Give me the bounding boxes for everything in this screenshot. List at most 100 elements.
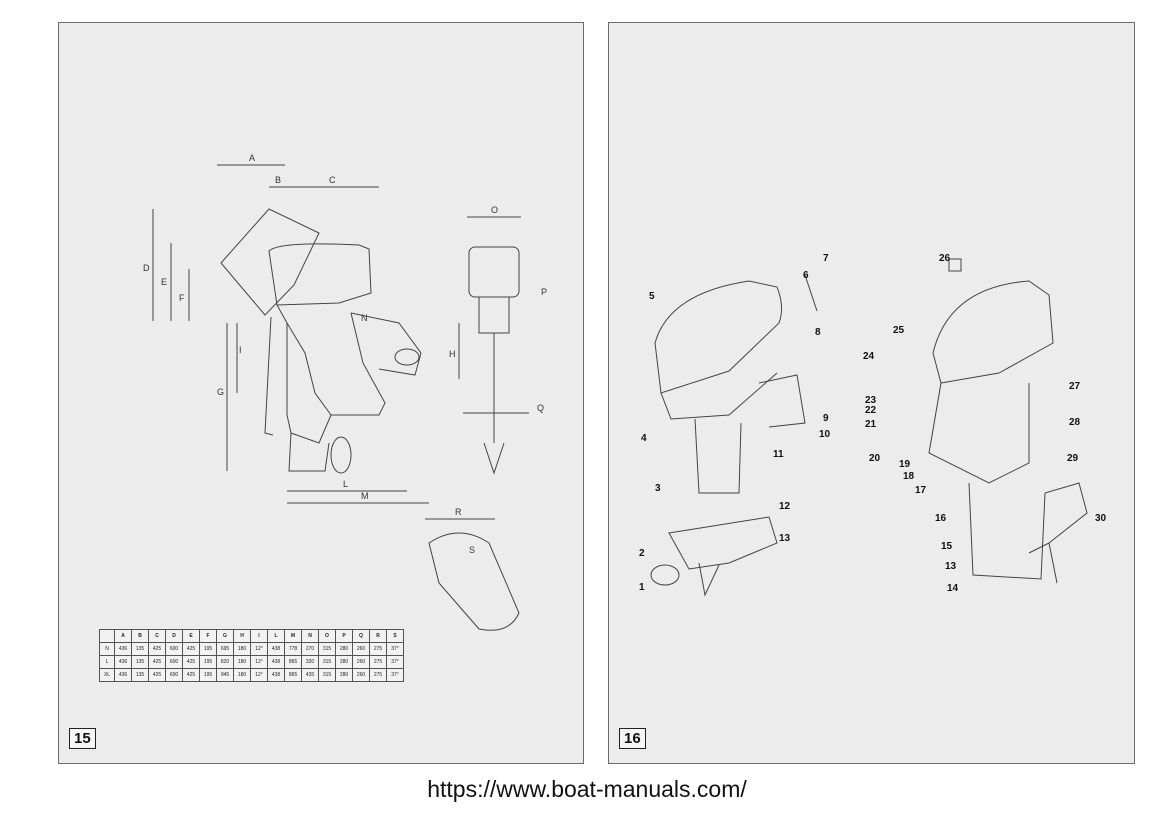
table-cell: 275 [369,668,387,682]
left-motor-callout-3: 3 [655,483,661,494]
table-cell: 425 [148,668,166,682]
table-cell: 195 [199,655,217,669]
right-motor-callout-30: 30 [1095,513,1107,524]
dim-c-label: C [329,175,336,185]
page-number-15: 15 [69,728,96,749]
table-cell: 315 [318,655,336,669]
table-header-cell: R [369,629,387,643]
left-motor-callout-11: 11 [773,449,784,460]
right-motor-callout-16: 16 [935,513,947,524]
table-cell: 425 [182,655,200,669]
table-cell: 37° [386,642,404,656]
dimension-drawing: A B C D E F G H I L M N O P Q R S [143,153,547,631]
right-motor-callout-26: 26 [939,253,951,264]
table-corner-cell [99,629,115,643]
dim-d-label: D [143,263,150,273]
right-motor-callout-27: 27 [1069,381,1081,392]
table-cell: 12° [250,668,268,682]
table-header-cell: B [131,629,149,643]
right-motor-callout-28: 28 [1069,417,1081,428]
table-header-cell: I [250,629,268,643]
page-number-16: 16 [619,728,646,749]
table-cell: 600 [165,642,183,656]
table-cell: 945 [216,668,234,682]
table-cell: 436 [114,655,132,669]
table-cell: 865 [284,668,302,682]
table-cell: 135 [131,642,149,656]
table-cell: 260 [352,642,370,656]
dim-s-label: S [469,545,475,555]
table-header-cell: L [267,629,285,643]
table-cell: 438 [267,655,285,669]
dim-m-label: M [361,491,369,501]
table-header-cell: M [284,629,302,643]
dim-b-label: B [275,175,281,185]
left-motor-callout-6: 6 [803,270,809,281]
table-cell: 695 [216,642,234,656]
right-motor-callout-19: 19 [899,459,911,470]
left-motor-callout-13: 13 [779,533,791,544]
table-cell: 425 [148,655,166,669]
table-cell: 820 [216,655,234,669]
right-motor-callout-23: 23 [865,395,877,406]
dim-g-label: G [217,387,224,397]
table-header-cell: Q [352,629,370,643]
table-cell: 600 [165,668,183,682]
table-header-cell: P [335,629,353,643]
table-cell: 315 [318,642,336,656]
table-header-cell: D [165,629,183,643]
dim-e-label: E [161,277,167,287]
right-motor-callout-14: 14 [947,583,959,594]
dim-i-label: I [239,345,242,355]
left-motor-callout-1: 1 [639,582,645,593]
right-motor-callout-25: 25 [893,325,905,336]
table-cell: 260 [352,668,370,682]
table-header-cell: H [233,629,251,643]
table-cell: 435 [301,668,319,682]
left-motor-callout-5: 5 [649,291,655,302]
table-cell: 135 [131,655,149,669]
table-cell: 436 [114,642,132,656]
table-cell: 260 [352,655,370,669]
right-motor-callout-13: 13 [945,561,957,572]
footer-url[interactable]: https://www.boat-manuals.com/ [427,776,747,802]
table-row-label: XL [99,668,115,682]
right-motor-callout-24: 24 [863,351,875,362]
table-cell: 280 [335,668,353,682]
table-cell: 438 [267,642,285,656]
table-row-label: N [99,642,115,656]
table-header-cell: N [301,629,319,643]
table-header-cell: A [114,629,132,643]
left-motor-callout-12: 12 [779,501,791,512]
table-header-cell: G [216,629,234,643]
table-cell: 425 [182,642,200,656]
table-cell: 135 [131,668,149,682]
table-cell: 320 [301,655,319,669]
right-motor-callout-17: 17 [915,485,927,496]
table-row-label: L [99,655,115,669]
right-motor-callout-15: 15 [941,541,953,552]
table-cell: 275 [369,642,387,656]
component-drawing: 1234567891011121313141516171819202122232… [639,253,1107,597]
dim-a-label: A [249,153,255,163]
left-motor-callout-7: 7 [823,253,829,264]
table-cell: 778 [284,642,302,656]
left-motor-callout-4: 4 [641,433,647,444]
dim-q-label: Q [537,403,544,413]
table-cell: 37° [386,668,404,682]
table-cell: 425 [148,642,166,656]
table-cell: 425 [182,668,200,682]
table-cell: 865 [284,655,302,669]
dim-l-label: L [343,479,348,489]
table-cell: 195 [199,642,217,656]
table-header-cell: C [148,629,166,643]
table-header-cell: E [182,629,200,643]
right-motor-callout-29: 29 [1067,453,1079,464]
table-cell: 180 [233,668,251,682]
table-cell: 275 [369,655,387,669]
